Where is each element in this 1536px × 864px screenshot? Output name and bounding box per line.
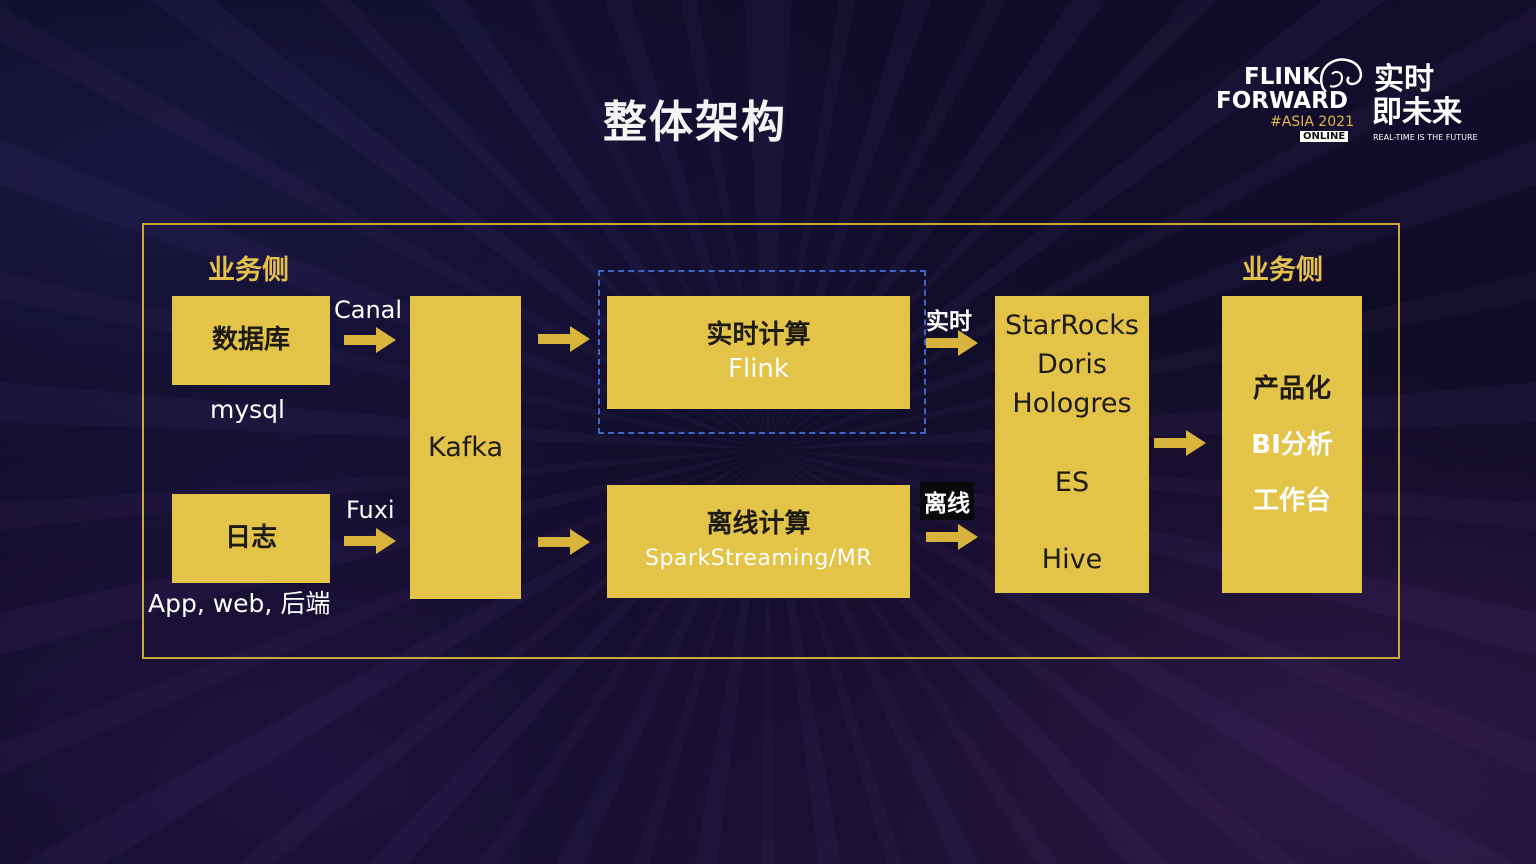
realtime-compute-box: 实时计算 Flink <box>607 296 910 409</box>
arrow-kafka-to-realtime <box>538 326 590 352</box>
logo-badge-online: ONLINE <box>1300 131 1349 142</box>
arrow-fuxi-to-kafka <box>344 528 396 554</box>
storage-doris: Doris <box>1037 349 1107 380</box>
logo-line-forward: FORWARD <box>1216 88 1348 114</box>
storage-hive: Hive <box>1041 544 1103 575</box>
squirrel-icon <box>1319 58 1363 93</box>
realtime-compute-label: 实时计算 <box>706 319 811 350</box>
arrow-realtime-to-storage <box>926 330 978 356</box>
architecture-frame <box>142 223 1400 659</box>
flink-forward-logo: FLINK FORWARD #ASIA 2021 ONLINE 实时 即未来 R… <box>1212 58 1478 150</box>
canal-label: Canal <box>334 296 403 324</box>
apps-bi: BI分析 <box>1251 429 1333 460</box>
offline-compute-box: 离线计算 SparkStreaming/MR <box>607 485 910 598</box>
apps-product: 产品化 <box>1252 373 1331 404</box>
realtime-tag: 实时 <box>926 309 972 335</box>
logo-tagline: REAL-TIME IS THE FUTURE <box>1373 133 1478 142</box>
page-title: 整体架构 <box>603 97 787 148</box>
realtime-engine-label: Flink <box>728 353 789 384</box>
log-sub-label: App, web, 后端 <box>148 589 331 618</box>
kafka-box: Kafka <box>410 296 521 599</box>
logo-cn-line1: 实时 <box>1374 62 1434 97</box>
storage-box: StarRocks Doris Hologres ES Hive <box>995 296 1149 593</box>
database-label: 数据库 <box>211 324 290 355</box>
fuxi-label: Fuxi <box>346 496 395 524</box>
left-business-header: 业务侧 <box>208 255 289 286</box>
realtime-dashed-outline <box>598 270 926 434</box>
business-apps-box: 产品化 BI分析 工作台 <box>1222 296 1362 593</box>
database-sub-label: mysql <box>210 395 285 424</box>
arrow-storage-to-apps <box>1154 430 1206 456</box>
log-label: 日志 <box>224 522 277 553</box>
offline-tag: 离线 <box>920 482 974 520</box>
offline-engine-label: SparkStreaming/MR <box>645 545 872 571</box>
apps-workbench: 工作台 <box>1252 485 1331 516</box>
log-box: 日志 <box>172 494 330 583</box>
logo-line-flink: FLINK <box>1244 64 1320 90</box>
storage-starrocks: StarRocks <box>1005 310 1139 341</box>
storage-hologres: Hologres <box>1012 388 1132 419</box>
storage-es: ES <box>1054 467 1090 498</box>
arrow-kafka-to-offline <box>538 529 590 555</box>
logo-cn-line2: 即未来 <box>1372 95 1462 130</box>
right-business-header: 业务侧 <box>1242 255 1323 286</box>
arrow-canal-to-kafka <box>344 327 396 353</box>
database-box: 数据库 <box>172 296 330 385</box>
kafka-label: Kafka <box>428 431 503 463</box>
offline-compute-label: 离线计算 <box>706 509 811 540</box>
arrow-offline-to-storage <box>926 524 978 550</box>
logo-line-asia: #ASIA 2021 <box>1270 114 1354 130</box>
